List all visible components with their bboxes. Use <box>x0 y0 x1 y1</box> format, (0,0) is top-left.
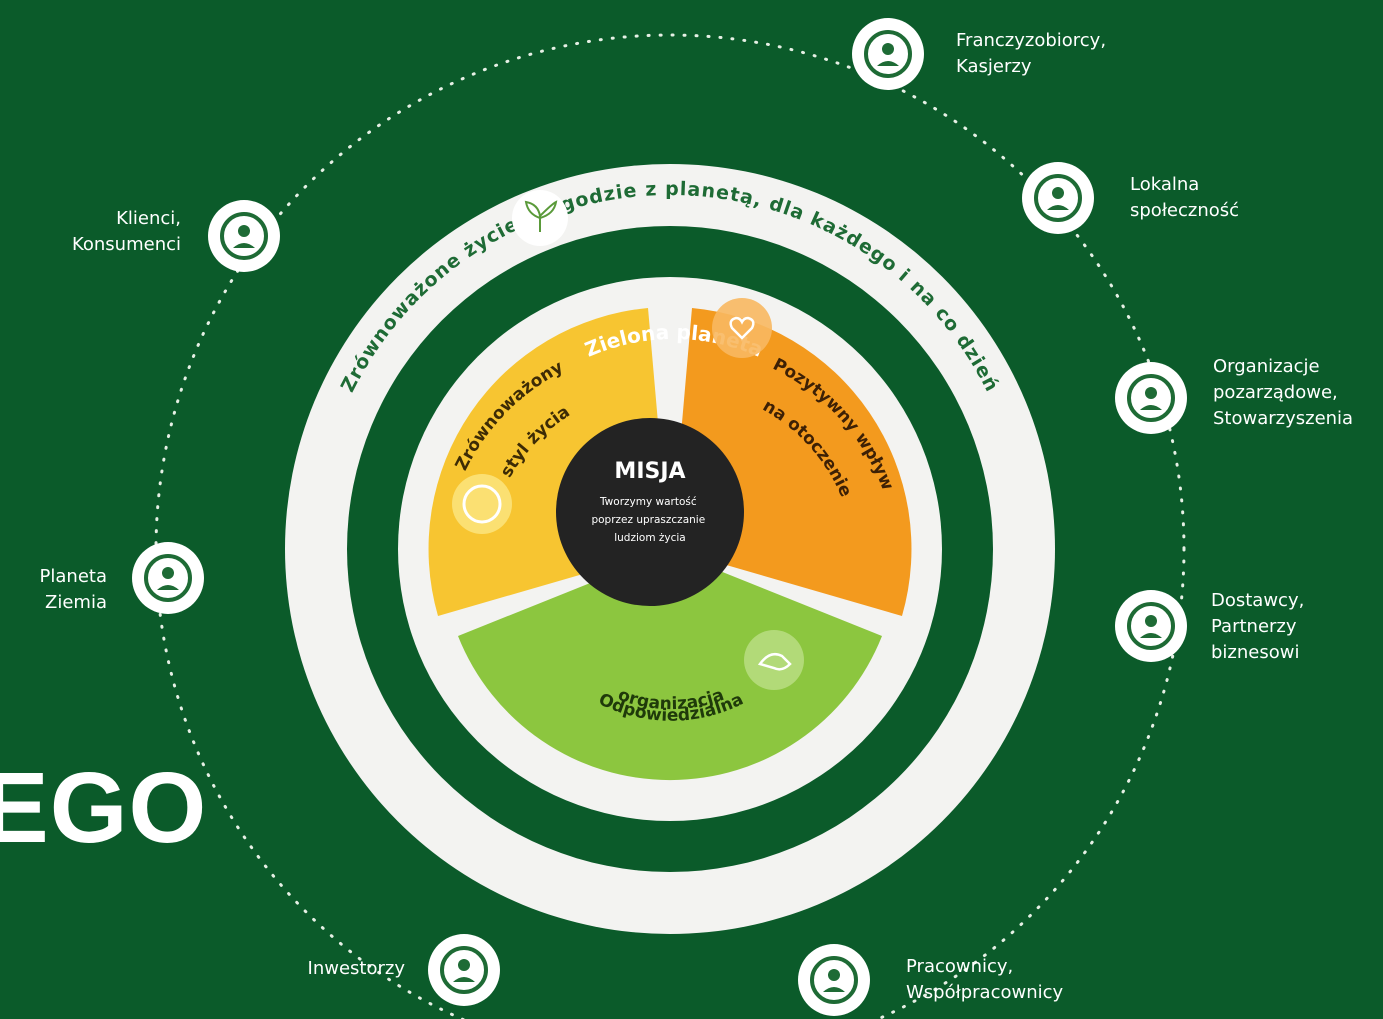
stakeholder-line: Inwestorzy <box>307 958 405 979</box>
stakeholder-line: Stowarzyszenia <box>1213 408 1354 429</box>
stakeholder-label-employees: Pracownicy, Współpracownicy <box>906 954 1063 1006</box>
stakeholder-icon-ngos <box>1115 362 1187 434</box>
stakeholder-label-ngos: Organizacje pozarządowe, Stowarzyszenia <box>1213 354 1353 432</box>
stakeholder-label-customers: Klienci, Konsumenci <box>72 206 181 258</box>
stakeholder-icon-franchisees <box>852 18 924 90</box>
stakeholder-line: Planeta <box>39 566 107 587</box>
stakeholder-line: Konsumenci <box>71 234 181 255</box>
stakeholder-line: Pracownicy, <box>906 956 1014 977</box>
stakeholder-line: społeczność <box>1130 200 1240 221</box>
stakeholder-line: Franczyzobiorcy, <box>956 30 1107 51</box>
partial-heading: EGO <box>0 752 208 864</box>
stakeholder-line: biznesowi <box>1211 642 1300 663</box>
leaf-hands-icon <box>452 474 512 534</box>
stakeholder-line: Ziemia <box>45 592 107 613</box>
stakeholder-icon-local-community <box>1022 162 1094 234</box>
stakeholder-line: Kasjerzy <box>956 56 1032 77</box>
stakeholder-line: Dostawcy, <box>1211 590 1305 611</box>
stakeholder-icon-customers <box>208 200 280 272</box>
mission-circle <box>556 418 744 606</box>
plant-icon <box>512 190 568 246</box>
stakeholder-line: pozarządowe, <box>1213 382 1338 403</box>
stakeholder-icon-planet-earth <box>132 542 204 614</box>
stakeholder-line: Organizacje <box>1213 356 1320 377</box>
heart-hands-icon <box>712 298 772 358</box>
mission-text: Tworzymy wartość poprzez upraszczanie lu… <box>591 496 708 544</box>
stakeholder-label-local-community: Lokalna społeczność <box>1130 172 1239 224</box>
stakeholder-icon-employees <box>798 944 870 1016</box>
stakeholder-line: Lokalna <box>1130 174 1200 195</box>
stakeholder-line: Klienci, <box>116 208 181 229</box>
connection-dotted-circle <box>154 33 1186 1019</box>
mission-title: MISJA <box>614 459 685 484</box>
stakeholder-icon-investors <box>428 934 500 1006</box>
stakeholder-label-investors: Inwestorzy <box>308 956 405 982</box>
stakeholder-label-suppliers: Dostawcy, Partnerzy biznesowi <box>1211 588 1304 666</box>
stakeholder-icon-suppliers <box>1115 590 1187 662</box>
handshake-icon <box>744 630 804 690</box>
segment-organization <box>458 551 882 781</box>
stakeholder-label-franchisees: Franczyzobiorcy, Kasjerzy <box>956 28 1106 80</box>
stakeholder-label-planet-earth: Planeta Ziemia <box>40 564 107 616</box>
stakeholder-line: Współpracownicy <box>906 982 1064 1003</box>
stakeholder-line: Partnerzy <box>1211 616 1297 637</box>
